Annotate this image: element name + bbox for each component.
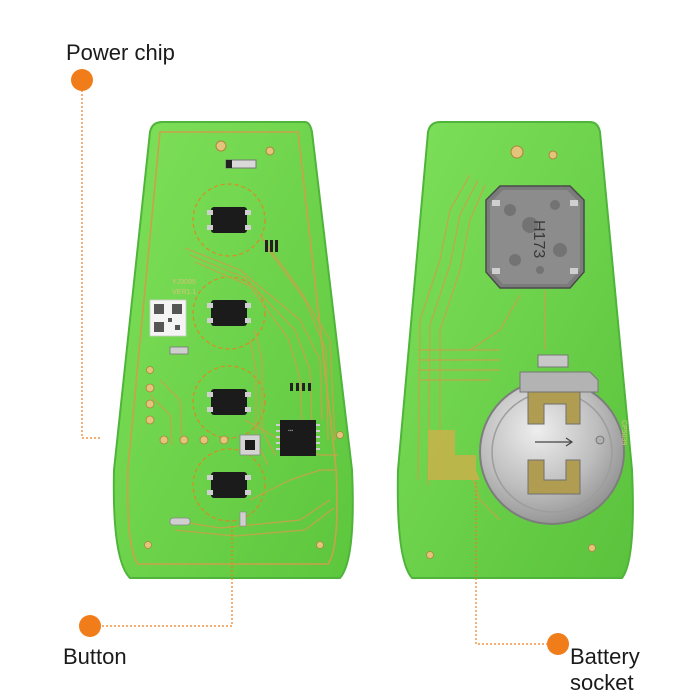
button-label: Button xyxy=(63,644,127,669)
back-traces xyxy=(417,174,546,521)
battery-socket xyxy=(479,354,625,525)
front-pcb-board: YJ3095 VER1.1 xyxy=(112,121,354,579)
buzzer-component: H173 xyxy=(485,185,585,289)
back-board-code: CP5039 xyxy=(620,420,627,445)
power-chip-label: Power chip xyxy=(66,40,175,65)
front-traces xyxy=(149,234,338,537)
power-chip: ▪▪▪ xyxy=(276,420,320,456)
battery-socket-label-line2: socket xyxy=(570,670,634,695)
board-version: VER1.1 xyxy=(172,289,196,296)
back-pcb-board: H173 CP5039 xyxy=(396,121,634,579)
front-pads xyxy=(144,366,344,549)
callout-lines xyxy=(81,90,556,645)
ground-pad xyxy=(428,430,480,480)
svg-text:▪▪▪: ▪▪▪ xyxy=(288,428,294,434)
power-chip-callout-dot xyxy=(71,69,93,91)
button-callout-dot xyxy=(79,615,101,637)
qr-label xyxy=(149,299,187,337)
chip-marking: H173 xyxy=(530,220,547,258)
battery-socket-label: Battery socket xyxy=(570,644,640,696)
button-footprints xyxy=(192,183,266,522)
smd-resistor xyxy=(169,346,189,355)
battery-socket-label-line1: Battery xyxy=(570,644,640,669)
board-part-number: YJ3095 xyxy=(172,279,196,286)
battery-socket-callout-dot xyxy=(547,633,569,655)
